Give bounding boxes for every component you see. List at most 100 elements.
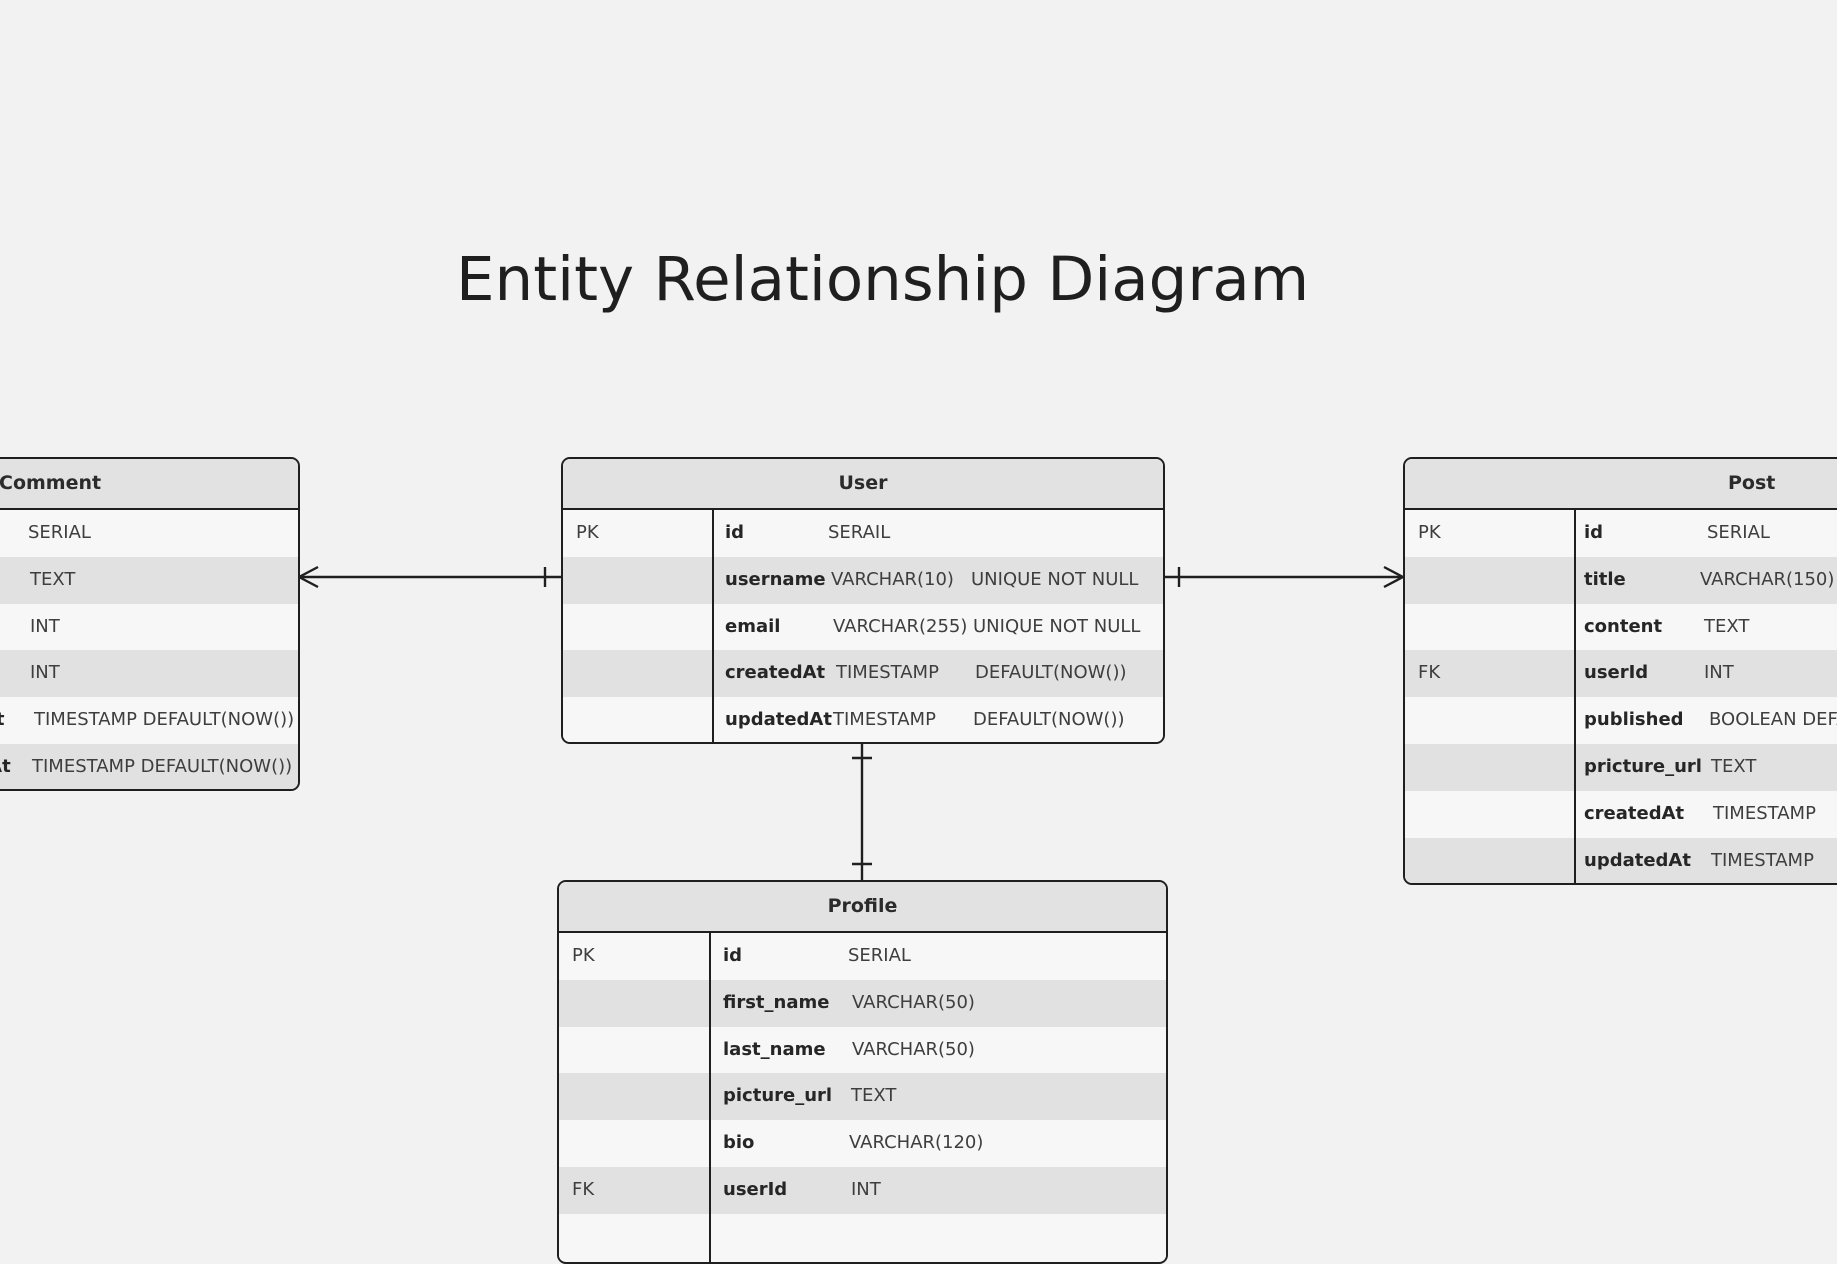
field-name: published: [1584, 709, 1684, 731]
table-row: pricture_url TEXT: [1405, 743, 1837, 791]
field-type: INT: [1704, 662, 1734, 684]
many-marker: [298, 575, 319, 589]
field-key: FK: [1418, 662, 1441, 684]
field-name: lAt: [0, 755, 11, 777]
field-name: updatedAt: [725, 709, 832, 731]
field-type: TIMESTAMP DEFAULT(NOW()): [34, 709, 295, 731]
column-divider: [712, 508, 714, 742]
field-constraint: DEFAULT(NOW()): [975, 662, 1127, 684]
table-row: SERIAL: [0, 510, 298, 557]
entity-header: Profile: [559, 882, 1166, 933]
table-row: FK userId INT: [1405, 650, 1837, 698]
relationship-lines: [298, 565, 1404, 880]
field-type: TIMESTAMP DEFAULT(NOW()): [32, 755, 293, 777]
table-row: [559, 1213, 1166, 1261]
field-type: BOOLEAN DEFA: [1709, 709, 1837, 731]
table-row: picture_url TEXT: [559, 1073, 1166, 1121]
field-type: VARCHAR(50): [852, 991, 975, 1013]
entity-header: User: [563, 459, 1163, 510]
field-key: PK: [572, 945, 595, 966]
field-name: id: [1584, 522, 1604, 543]
table-row: PK id SERIAL: [559, 933, 1166, 980]
field-type: SERAIL: [828, 522, 891, 543]
field-name: userId: [723, 1178, 788, 1200]
entity-comment[interactable]: Comment SERIALTEXTINTINTAtTIMESTAMP DEFA…: [0, 457, 300, 791]
table-row: createdAt TIMESTAMP: [1405, 790, 1837, 838]
table-row: last_name VARCHAR(50): [559, 1026, 1166, 1074]
field-name: bio: [723, 1132, 755, 1154]
field-type: VARCHAR(150): [1700, 568, 1835, 590]
field-name: content: [1584, 615, 1663, 637]
field-type: VARCHAR(50): [852, 1038, 975, 1060]
field-key: PK: [576, 522, 599, 543]
column-divider: [709, 931, 711, 1262]
field-name: username: [725, 568, 826, 590]
field-name: id: [725, 522, 745, 543]
field-type: VARCHAR(120): [849, 1132, 984, 1154]
table-row: lAt TIMESTAMP DEFAULT(NOW()): [0, 743, 298, 789]
field-name: last_name: [723, 1038, 826, 1060]
field-name: createdAt: [1584, 802, 1685, 824]
table-row: bio VARCHAR(120): [559, 1120, 1166, 1167]
field-type: TEXT: [1711, 755, 1757, 777]
table-row: email VARCHAR(255)UNIQUE NOT NULL: [563, 603, 1163, 651]
field-name: pricture_url: [1584, 755, 1702, 777]
field-name: title: [1584, 568, 1626, 590]
field-type: SERIAL: [848, 945, 911, 966]
table-row: createdAt TIMESTAMP DEFAULT(NOW()): [563, 650, 1163, 698]
table-row: FK userId INT: [559, 1166, 1166, 1214]
entity-header: Post: [1405, 459, 1837, 510]
many-marker: [1383, 575, 1404, 589]
many-marker: [1383, 565, 1404, 579]
field-name: userId: [1584, 662, 1649, 684]
field-type: INT: [30, 615, 60, 637]
table-row: updatedAtTIMESTAMPI: [1405, 837, 1837, 883]
field-constraint: UNIQUE NOT NULL: [973, 615, 1141, 637]
table-row: At TIMESTAMP DEFAULT(NOW()): [0, 697, 298, 744]
field-type: SERIAL: [1707, 522, 1770, 543]
many-marker: [298, 565, 319, 579]
field-type: SERIAL: [28, 522, 91, 543]
field-name: email: [725, 615, 781, 637]
entity-header: Comment: [0, 459, 298, 510]
field-type: TIMESTAMP: [1713, 802, 1816, 824]
field-type: INT: [30, 662, 60, 684]
table-row: TEXT: [0, 556, 298, 604]
field-constraint: UNIQUE NOT NULL: [971, 568, 1139, 590]
field-key: FK: [572, 1178, 595, 1200]
table-row: PK id SERAIL: [563, 510, 1163, 557]
field-constraint: DEFAULT(NOW()): [973, 709, 1125, 731]
field-type: VARCHAR(255): [833, 615, 968, 637]
entity-rows: SERIALTEXTINTINTAtTIMESTAMP DEFAULT(NOW(…: [0, 510, 298, 789]
field-name: At: [0, 697, 5, 744]
diagram-title: Entity Relationship Diagram: [456, 244, 1310, 315]
field-key: PK: [1418, 522, 1441, 543]
field-name: picture_url: [723, 1085, 833, 1107]
field-type: VARCHAR(10): [831, 568, 954, 590]
field-type: INT: [851, 1178, 881, 1200]
field-name: updatedAt: [1584, 849, 1691, 871]
table-row: title VARCHAR(150): [1405, 556, 1837, 604]
field-type: TIMESTAMP: [1711, 849, 1814, 871]
field-type: TEXT: [30, 568, 76, 590]
field-type: TEXT: [1704, 615, 1750, 637]
table-row: PK id SERIAL: [1405, 510, 1837, 557]
table-row: content TEXT: [1405, 603, 1837, 651]
field-name: createdAt: [725, 662, 826, 684]
field-name: id: [723, 945, 743, 966]
table-row: INT: [0, 603, 298, 651]
field-type: TEXT: [851, 1085, 897, 1107]
field-type: TIMESTAMP: [836, 662, 939, 684]
table-row: INT: [0, 650, 298, 698]
column-divider: [1574, 508, 1576, 883]
field-type: TIMESTAMP: [833, 709, 936, 731]
